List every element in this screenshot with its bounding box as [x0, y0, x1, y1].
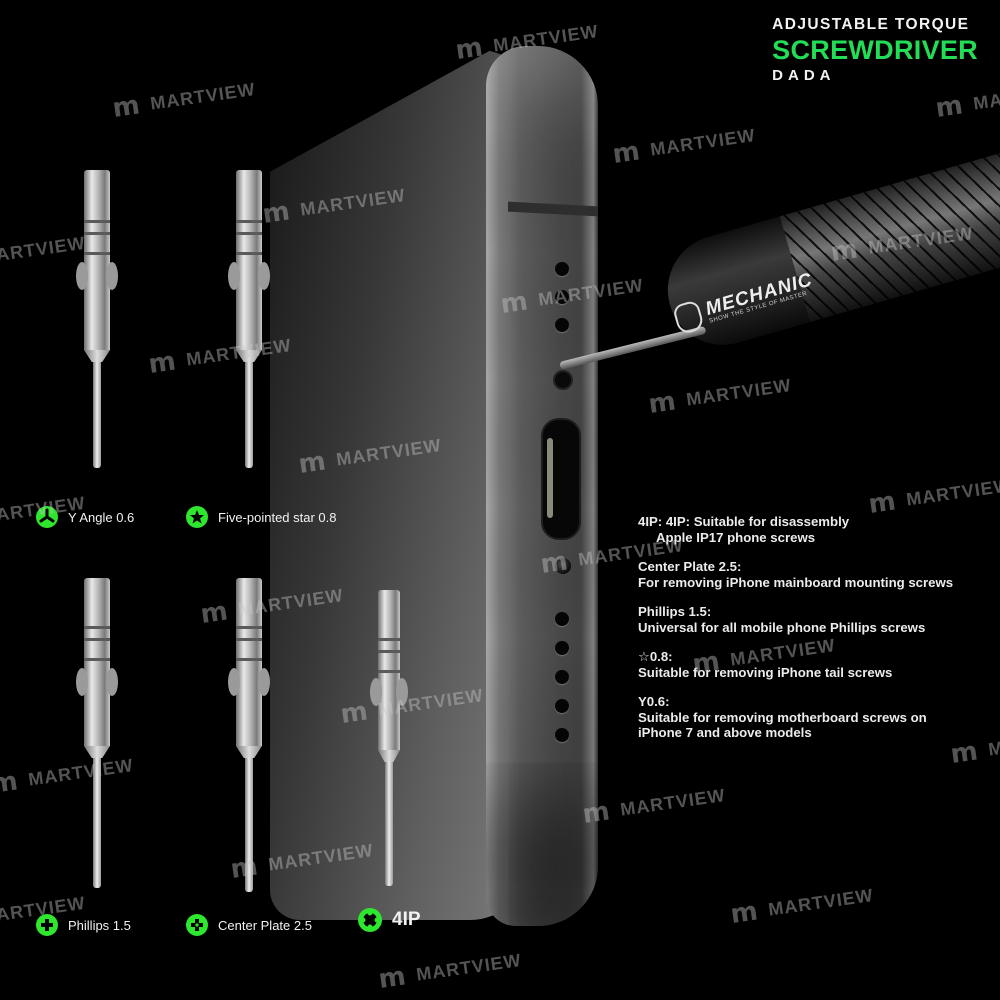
header-title: SCREWDRIVER	[772, 35, 978, 65]
torx-4ip-icon	[358, 908, 382, 932]
bit-label-pentalobe: Five-pointed star 0.8	[186, 506, 337, 528]
bit-label-phillips: Phillips 1.5	[36, 914, 131, 936]
bit-phillips	[76, 578, 118, 890]
speaker-hole	[555, 641, 569, 655]
speaker-hole	[555, 728, 569, 742]
bottom-screw	[555, 558, 571, 574]
bit-descriptions: 4IP: 4IP: Suitable for disassembly Apple…	[638, 514, 998, 755]
port-tongue	[547, 438, 553, 518]
watermark: MARTVIEW	[0, 232, 87, 268]
description-phillips: Phillips 1.5: Universal for all mobile p…	[638, 604, 926, 635]
y-tri-wing-icon	[36, 506, 58, 528]
speaker-hole	[555, 612, 569, 626]
center-plate-icon	[186, 914, 208, 936]
bit-label-y-angle: Y Angle 0.6	[36, 506, 134, 528]
pentalobe-star-icon	[186, 506, 208, 528]
description-4ip: 4IP: 4IP: Suitable for disassembly Apple…	[638, 514, 850, 545]
speaker-hole	[555, 290, 569, 304]
bit-4ip	[370, 590, 408, 890]
header-subtitle: ADJUSTABLE TORQUE	[772, 16, 970, 33]
speaker-hole	[555, 699, 569, 713]
speaker-hole	[555, 262, 569, 276]
bit-label-center-plate: Center Plate 2.5	[186, 914, 312, 936]
bit-pentalobe	[228, 170, 270, 470]
description-y: Y0.6: Suitable for removing motherboard …	[638, 694, 927, 740]
speaker-hole	[555, 318, 569, 332]
bit-y-angle	[76, 170, 118, 470]
product-header: ADJUSTABLE TORQUE SCREWDRIVER DADA	[772, 16, 978, 84]
speaker-hole	[555, 670, 569, 684]
description-center-plate: Center Plate 2.5: For removing iPhone ma…	[638, 559, 954, 590]
screwdriver-tip	[553, 370, 573, 390]
bit-label-4ip: 4IP	[358, 908, 421, 932]
phillips-cross-icon	[36, 914, 58, 936]
description-star: ☆0.8: Suitable for removing iPhone tail …	[638, 649, 893, 680]
header-brand: DADA	[772, 67, 836, 84]
bit-center-plate	[228, 578, 270, 894]
